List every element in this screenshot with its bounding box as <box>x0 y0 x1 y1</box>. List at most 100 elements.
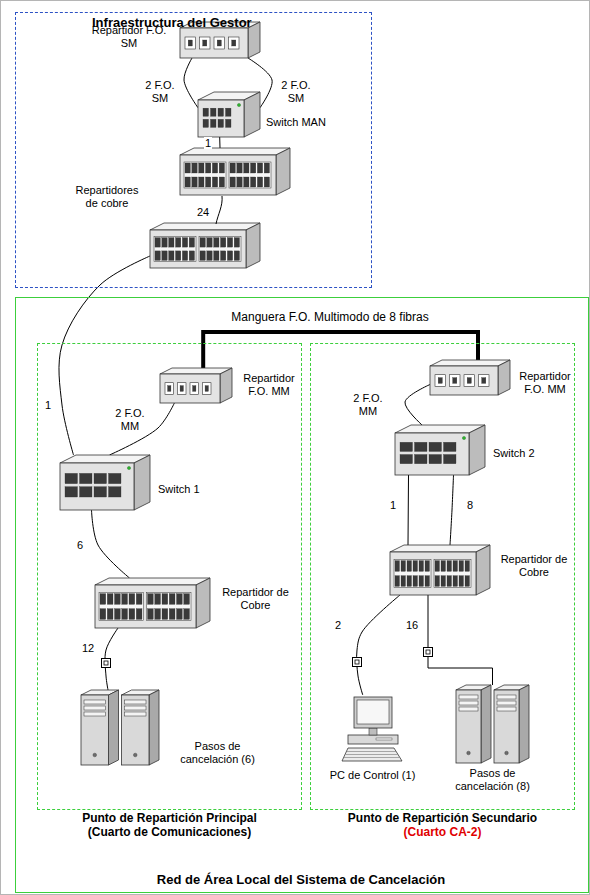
port <box>230 177 235 187</box>
port <box>244 163 249 173</box>
port-block <box>147 593 192 621</box>
cable-label: Manguera F.O. Multimodo de 8 fibras <box>230 311 429 325</box>
port <box>447 576 452 587</box>
port <box>211 108 217 116</box>
cable <box>219 137 220 148</box>
cable <box>110 403 175 455</box>
device-side <box>476 545 490 595</box>
label-holder: Pasos de cancelación (8) <box>443 767 543 792</box>
port <box>212 163 217 173</box>
drive-bay <box>84 700 106 704</box>
device-top <box>150 223 260 230</box>
port <box>453 561 458 572</box>
drive-bay <box>84 712 106 716</box>
keyboard-row <box>344 757 399 758</box>
port <box>251 177 256 187</box>
label-holder: Repartidor de Cobre <box>497 553 571 578</box>
copper-patch-panel: Repartidor de Cobre <box>95 578 210 628</box>
drive-bay <box>125 712 147 716</box>
port <box>192 177 197 187</box>
cable-label: 2 F.O. SM <box>277 79 315 104</box>
port <box>155 594 161 605</box>
tower-side <box>519 685 529 763</box>
device-icon <box>95 578 210 628</box>
patch-cable <box>216 196 222 224</box>
port <box>234 251 239 261</box>
device-side <box>276 148 290 195</box>
port <box>207 238 212 248</box>
device-label: Switch MAN <box>266 116 341 129</box>
region-heading: Punto de Repartición Secundario <box>301 812 584 826</box>
port <box>465 561 470 572</box>
device-front <box>390 552 476 595</box>
port <box>199 163 204 173</box>
fiber-port <box>450 375 461 387</box>
port <box>444 442 457 451</box>
port <box>122 609 128 620</box>
cable-label: 1 <box>44 399 52 412</box>
port <box>80 473 93 483</box>
device-side <box>196 578 210 628</box>
cable <box>184 58 198 108</box>
room-box: Repartidor F.O. MM Switch 2 Repartidor de … <box>310 343 575 810</box>
fiber-port-core <box>203 40 207 46</box>
room-box: Repartidor F.O. MMSwitch 1Repartidor de … <box>37 343 302 810</box>
port <box>401 561 406 572</box>
device-label: Repartidor de Cobre <box>218 586 293 611</box>
device-label: Repartidor F.O. MM <box>516 370 574 395</box>
tower-front <box>456 690 481 763</box>
cable-label: 2 F.O. SM <box>141 79 179 104</box>
cable-count: 24 <box>196 206 210 219</box>
drive-bay <box>125 700 147 704</box>
fiber-port-core <box>217 40 221 46</box>
port <box>415 454 428 463</box>
fiber-port <box>479 375 490 387</box>
port <box>176 238 181 248</box>
jack-body <box>353 658 362 667</box>
cable <box>92 510 130 578</box>
port <box>100 594 106 605</box>
cable-label: 2 F.O. MM <box>111 407 149 432</box>
device-icon <box>60 455 150 510</box>
device-label: Switch 2 <box>493 447 555 460</box>
copper-patch-panel: Repartidor de Cobre <box>390 545 490 595</box>
port <box>122 594 128 605</box>
tower-side <box>481 685 491 763</box>
label-holder: Red de Área Local del Sistema de Cancela… <box>14 873 588 888</box>
port <box>182 238 187 248</box>
device-side <box>246 223 260 268</box>
port <box>185 163 190 173</box>
port <box>415 442 428 451</box>
port <box>459 561 464 572</box>
desktop-case <box>348 735 398 744</box>
cable-label: 1 <box>389 499 397 512</box>
port <box>226 119 232 127</box>
tower-front <box>494 690 519 763</box>
port <box>169 251 174 261</box>
port <box>413 561 418 572</box>
port <box>441 576 446 587</box>
fiber-port <box>464 375 475 387</box>
port <box>184 594 190 605</box>
port <box>189 238 194 248</box>
port <box>425 561 430 572</box>
port <box>221 238 226 248</box>
network-switch: Switch MAN <box>198 92 260 137</box>
drive-bay <box>459 701 478 705</box>
power-button <box>93 753 97 757</box>
drive-bay <box>497 695 516 699</box>
device-icon <box>198 92 260 137</box>
port <box>199 177 204 187</box>
fiber-port <box>435 375 446 387</box>
port <box>237 177 242 187</box>
region-box: Repartidor F.O. SMSwitch MANRepartidores… <box>15 12 372 288</box>
port <box>419 561 424 572</box>
cable-label: 6 <box>76 539 84 552</box>
port <box>227 238 232 248</box>
wall-jack <box>102 659 111 668</box>
cable-label: 2 F.O. MM <box>349 392 387 417</box>
drive-bay <box>125 706 147 710</box>
port <box>264 177 269 187</box>
label-holder: Repartidor F.O. MM <box>516 370 574 395</box>
